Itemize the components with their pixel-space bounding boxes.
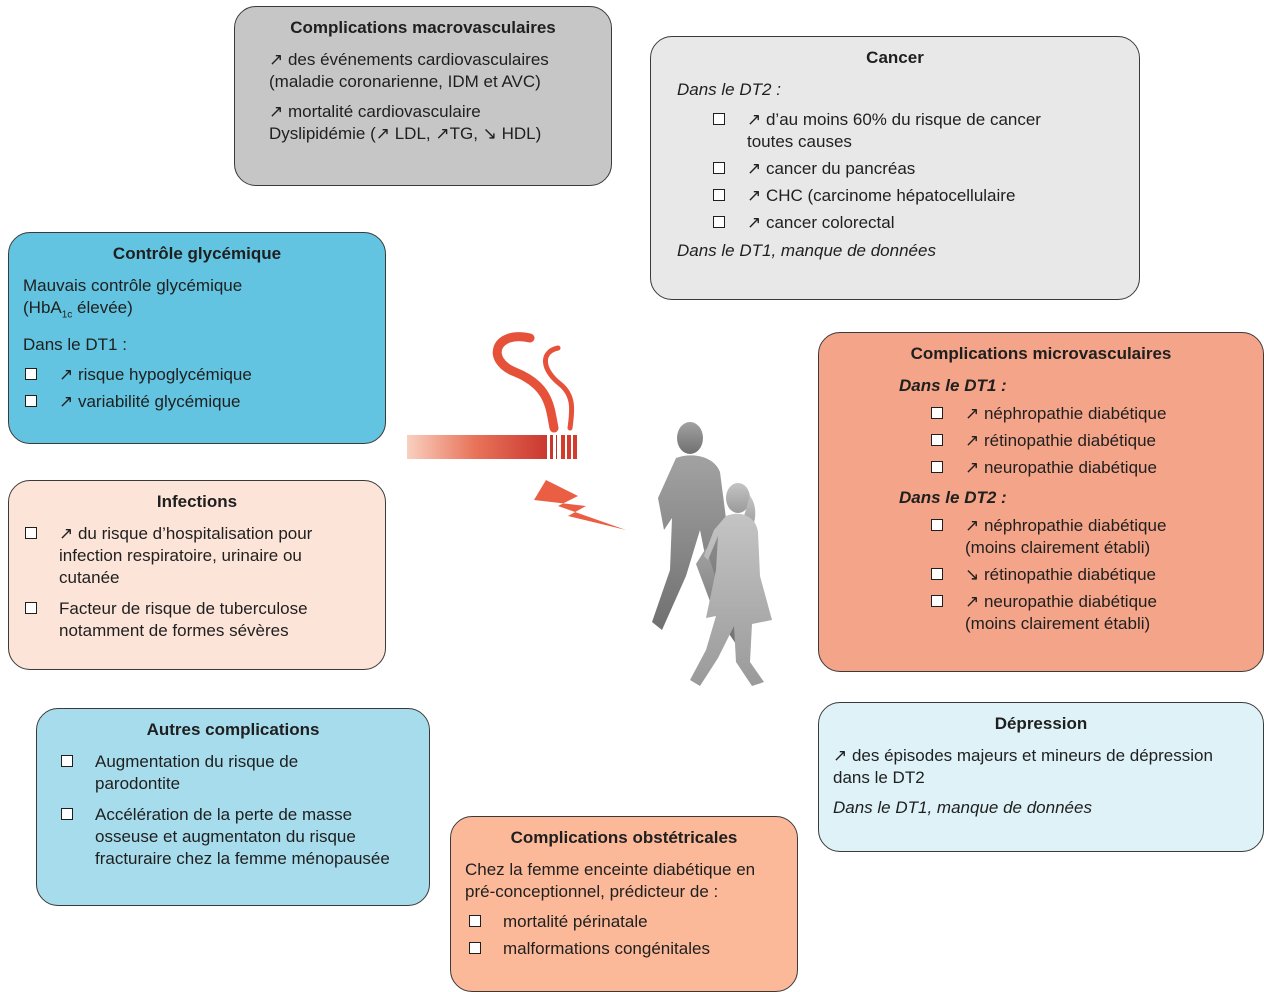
micro-dt2-item: ↗ neuropathie diabétique (moins claireme… (929, 591, 1209, 635)
infections-item: Facteur de risque de tuberculose notamme… (23, 598, 351, 642)
cancer-item: ↗ cancer du pancréas (711, 158, 1085, 180)
obstetric-item: malformations congénitales (467, 938, 783, 960)
other-complications-box: Autres complications Augmentation du ris… (36, 708, 430, 906)
depression-line: ↗ des épisodes majeurs et mineurs de dép… (833, 746, 1213, 787)
glycemic-dt1-label: Dans le DT1 : (23, 335, 127, 355)
micro-dt2-item: ↗ néphropathie diabétique (moins clairem… (929, 515, 1209, 559)
obstetric-intro: Chez la femme enceinte diabétique en pré… (465, 860, 756, 901)
glycemic-item: ↗ variabilité glycémique (23, 391, 371, 413)
other-complications-item: Accélération de la perte de masse osseus… (59, 804, 415, 870)
micro-dt2-item: ↘ rétinopathie diabétique (929, 564, 1209, 586)
microvascular-box: Complications microvasculaires Dans le D… (818, 332, 1264, 672)
micro-dt1-item: ↗ neuropathie diabétique (929, 457, 1249, 479)
micro-dt1-item: ↗ néphropathie diabétique (929, 403, 1249, 425)
glycemic-line-hba1c: (HbA1c élevée) (23, 298, 133, 321)
smoke-icon (492, 332, 575, 433)
micro-dt2-label: Dans le DT2 : (899, 488, 1007, 507)
macro-line-dyslipidemia: Dyslipidémie (↗ LDL, ↗TG, ↘ HDL) (269, 124, 542, 143)
cancer-dt2-label: Dans le DT2 : (677, 80, 781, 99)
microvascular-title: Complications microvasculaires (910, 344, 1172, 363)
macro-line-events: ↗ des événements cardiovasculaires (mala… (269, 50, 549, 91)
other-complications-item: Augmentation du risque de parodontite (59, 751, 305, 795)
glycemic-item: ↗ risque hypoglycémique (23, 364, 371, 386)
cigarette-icon (407, 432, 577, 462)
central-illustration (407, 332, 772, 686)
other-complications-title: Autres complications (146, 720, 320, 739)
cancer-item: ↗ cancer colorectal (711, 212, 1085, 234)
glycemic-line-poor-control: Mauvais contrôle glycémique (23, 276, 243, 295)
walking-woman-icon (690, 483, 772, 686)
infections-box: Infections ↗ du risque d’hospitalisation… (8, 480, 386, 670)
lightning-icon (534, 480, 626, 530)
cancer-dt1-note: Dans le DT1, manque de données (677, 241, 936, 260)
macrovascular-box: Complications macrovasculaires ↗ des évé… (234, 6, 612, 186)
cancer-item: ↗ CHC (carcinome hépatocellulaire (711, 185, 1085, 207)
obstetric-title: Complications obstétricales (510, 828, 738, 847)
infections-title: Infections (156, 492, 238, 511)
micro-dt1-label: Dans le DT1 : (899, 376, 1007, 395)
depression-dt1-note: Dans le DT1, manque de données (833, 798, 1092, 817)
glycemic-title: Contrôle glycémique (112, 244, 282, 263)
macro-line-mortality: ↗ mortalité cardiovasculaire (269, 102, 481, 121)
macrovascular-title: Complications macrovasculaires (290, 18, 556, 37)
cancer-item: ↗ d’au moins 60% du risque de cancer tou… (711, 109, 1085, 153)
cancer-box: Cancer Dans le DT2 : ↗ d’au moins 60% du… (650, 36, 1140, 300)
obstetric-box: Complications obstétricales Chez la femm… (450, 816, 798, 992)
micro-dt1-item: ↗ rétinopathie diabétique (929, 430, 1249, 452)
infections-item: ↗ du risque d’hospitalisation pour infec… (23, 523, 351, 589)
depression-title: Dépression (994, 714, 1088, 733)
depression-box: Dépression ↗ des épisodes majeurs et min… (818, 702, 1264, 852)
cancer-title: Cancer (866, 48, 924, 67)
obstetric-item: mortalité périnatale (467, 911, 783, 933)
glycemic-control-box: Contrôle glycémique Mauvais contrôle gly… (8, 232, 386, 444)
